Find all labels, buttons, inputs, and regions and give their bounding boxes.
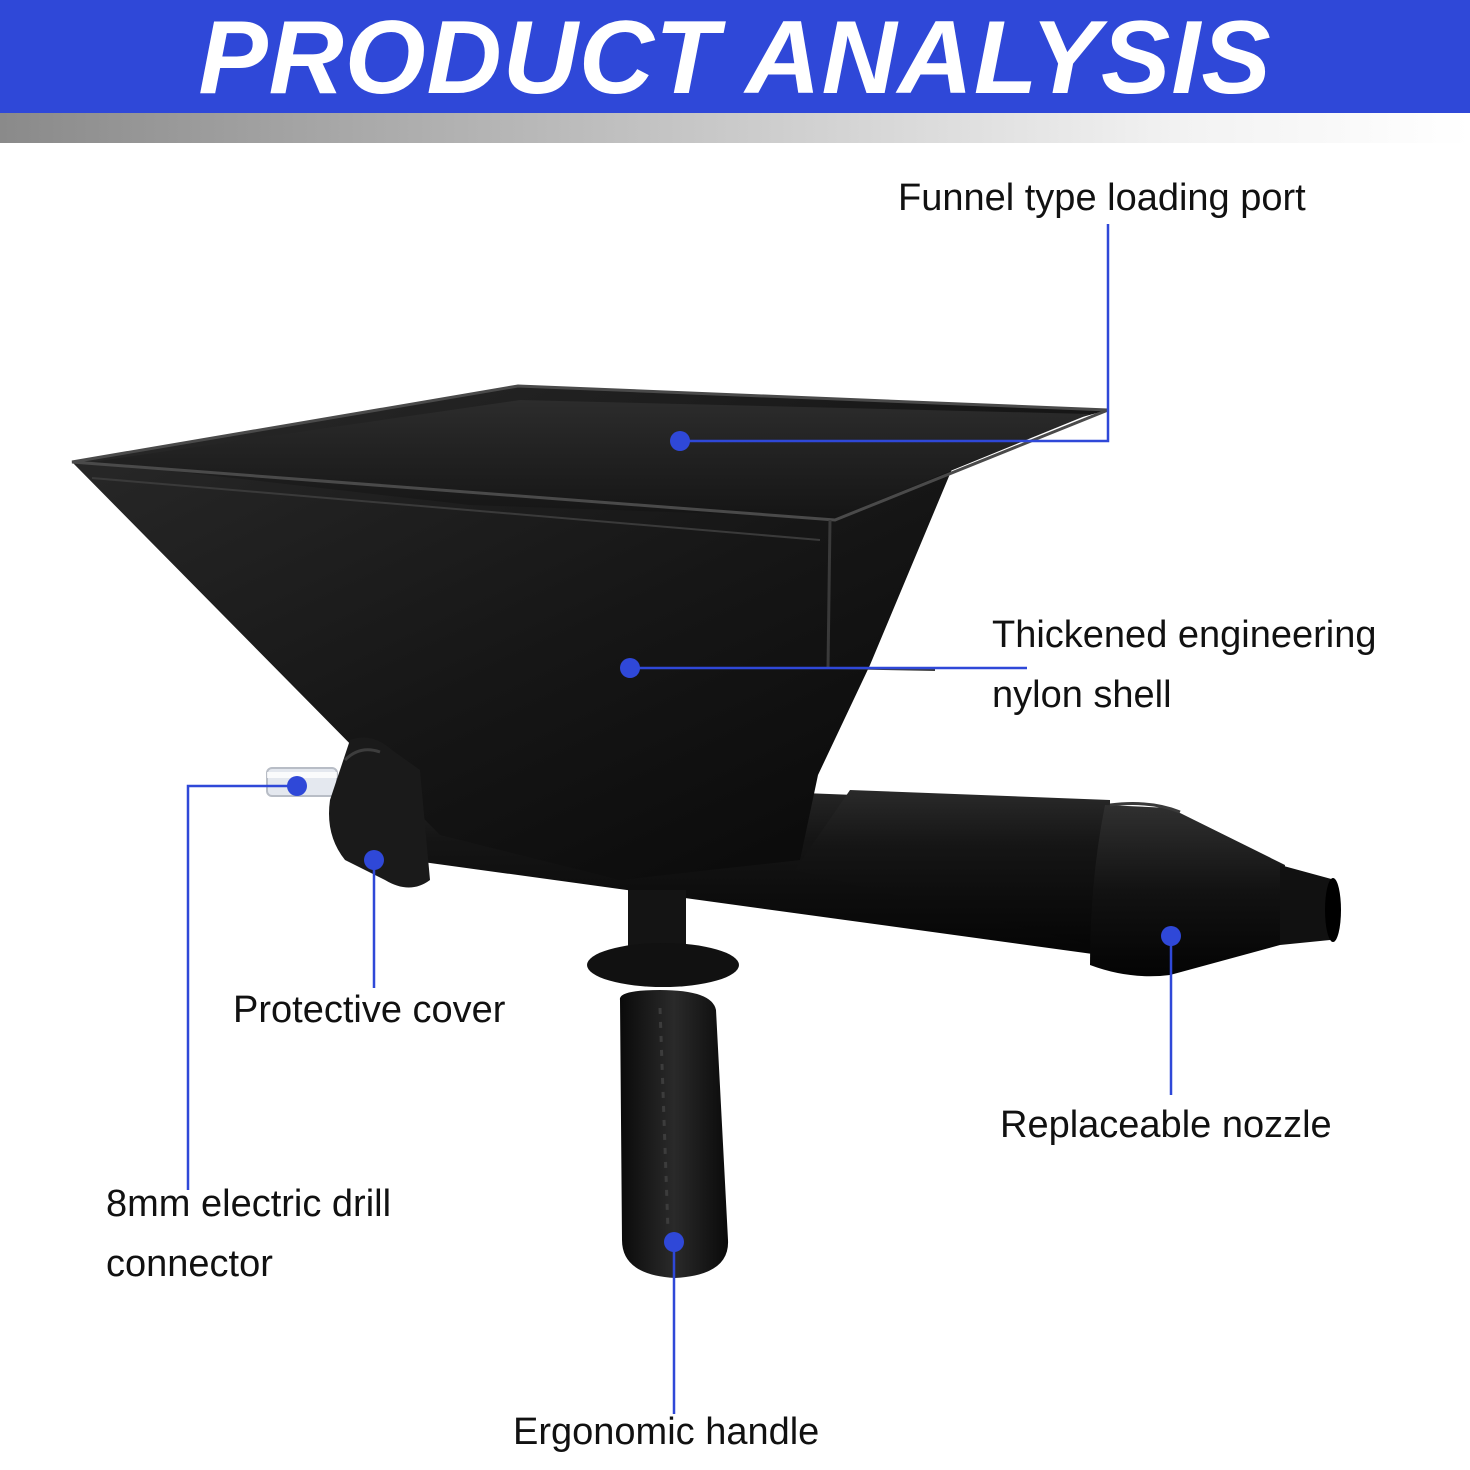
protective-cover-knob	[329, 737, 430, 888]
callout-dots	[287, 431, 1181, 1252]
drill-callout-dot	[287, 776, 307, 796]
cover-callout-dot	[364, 850, 384, 870]
callout-lines	[186, 224, 1173, 1414]
funnel-callout-line	[680, 224, 1110, 443]
shell-label-line2: nylon shell	[992, 674, 1172, 716]
shell-callout-dot	[620, 658, 640, 678]
drill-callout-line	[186, 784, 297, 1190]
nozzle-shape	[1090, 802, 1341, 977]
funnel-callout-dot	[670, 431, 690, 451]
cover-label: Protective cover	[233, 989, 506, 1031]
page-title: PRODUCT ANALYSIS	[198, 0, 1272, 116]
ergonomic-handle-shape	[587, 890, 739, 1278]
drill-label-line2: connector	[106, 1243, 273, 1285]
header-gradient-strip	[0, 113, 1470, 143]
shell-label-line1: Thickened engineering	[992, 614, 1377, 656]
nozzle-label: Replaceable nozzle	[1000, 1104, 1332, 1146]
handle-label: Ergonomic handle	[513, 1411, 820, 1453]
drill-label-line1: 8mm electric drill	[106, 1183, 392, 1225]
funnel-label: Funnel type loading port	[898, 177, 1306, 219]
barrel-neck	[795, 790, 1110, 950]
handle-callout-dot	[664, 1232, 684, 1252]
nozzle-callout-dot	[1161, 926, 1181, 946]
header-banner: PRODUCT ANALYSIS	[0, 0, 1470, 113]
